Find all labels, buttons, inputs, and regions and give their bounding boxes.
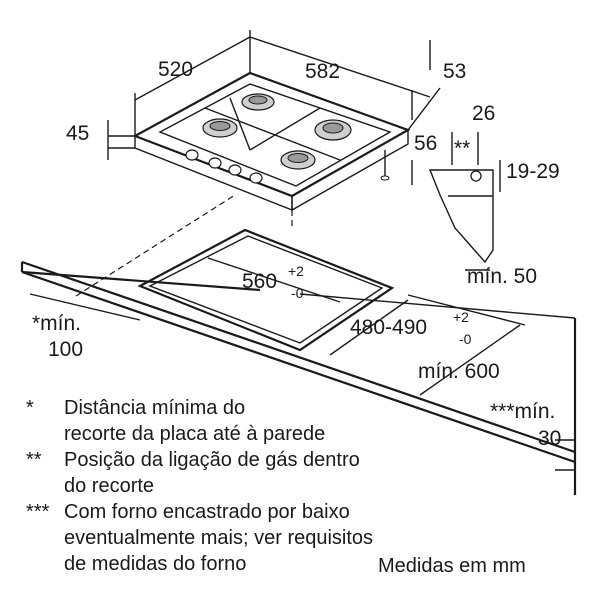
svg-text:-0: -0	[459, 331, 472, 347]
hob-dimension-lines	[107, 30, 441, 185]
burner-icon	[202, 118, 238, 138]
right-edge-b-label: 56	[414, 132, 437, 155]
footnotes: * Distância mínima do recorte da placa a…	[26, 397, 373, 575]
burner-icon	[314, 119, 352, 141]
svg-text:480-490: 480-490	[350, 316, 427, 339]
note-line: Distância mínima do	[64, 397, 245, 419]
cutout-width-label: 560 +2 -0	[242, 263, 304, 301]
note-line: eventualmente mais; ver requisitos	[64, 527, 373, 549]
control-knob-icon	[185, 149, 263, 184]
svg-text:+2: +2	[288, 263, 304, 279]
burner-icon	[241, 93, 275, 111]
min-front-label: mín. 600	[418, 360, 500, 383]
right-edge-a-label: 53	[443, 60, 466, 83]
cutout-depth-label: 480-490 +2 -0	[350, 309, 472, 347]
note-line: recorte da placa até à parede	[64, 423, 325, 445]
hob-depth-label: 520	[158, 58, 193, 81]
svg-text:-0: -0	[291, 285, 304, 301]
worktop-dimension-lines	[29, 257, 575, 471]
note-marker: ***	[26, 501, 50, 523]
note-line: Com forno encastrado por baixo	[64, 501, 350, 523]
note-marker: **	[26, 449, 42, 471]
min-side-label-1: *mín.	[32, 312, 81, 335]
min-bottom-label-2: 30	[538, 427, 561, 450]
svg-text:+2: +2	[453, 309, 469, 325]
note-line: Posição da ligação de gás dentro	[64, 449, 360, 471]
burner-icon	[280, 150, 316, 170]
note-line: do recorte	[64, 475, 154, 497]
unit-note: Medidas em mm	[378, 555, 526, 577]
gas-y-label: 19-29	[506, 160, 560, 183]
worktop-drawing	[20, 194, 577, 495]
gas-hob-drawing	[132, 71, 411, 212]
svg-text:560: 560	[242, 270, 277, 293]
min-bottom-label-1: ***mín.	[490, 400, 555, 423]
min-side-label-2: 100	[48, 338, 83, 361]
gas-connection-detail	[428, 132, 501, 264]
hob-thickness-label: 45	[66, 122, 89, 145]
gas-marker-label: **	[454, 137, 470, 160]
note-line: de medidas do forno	[64, 553, 246, 575]
hob-width-label: 582	[305, 60, 340, 83]
note-marker: *	[26, 397, 34, 419]
gas-x-label: 26	[472, 102, 495, 125]
min-back-label: mín. 50	[467, 265, 537, 288]
